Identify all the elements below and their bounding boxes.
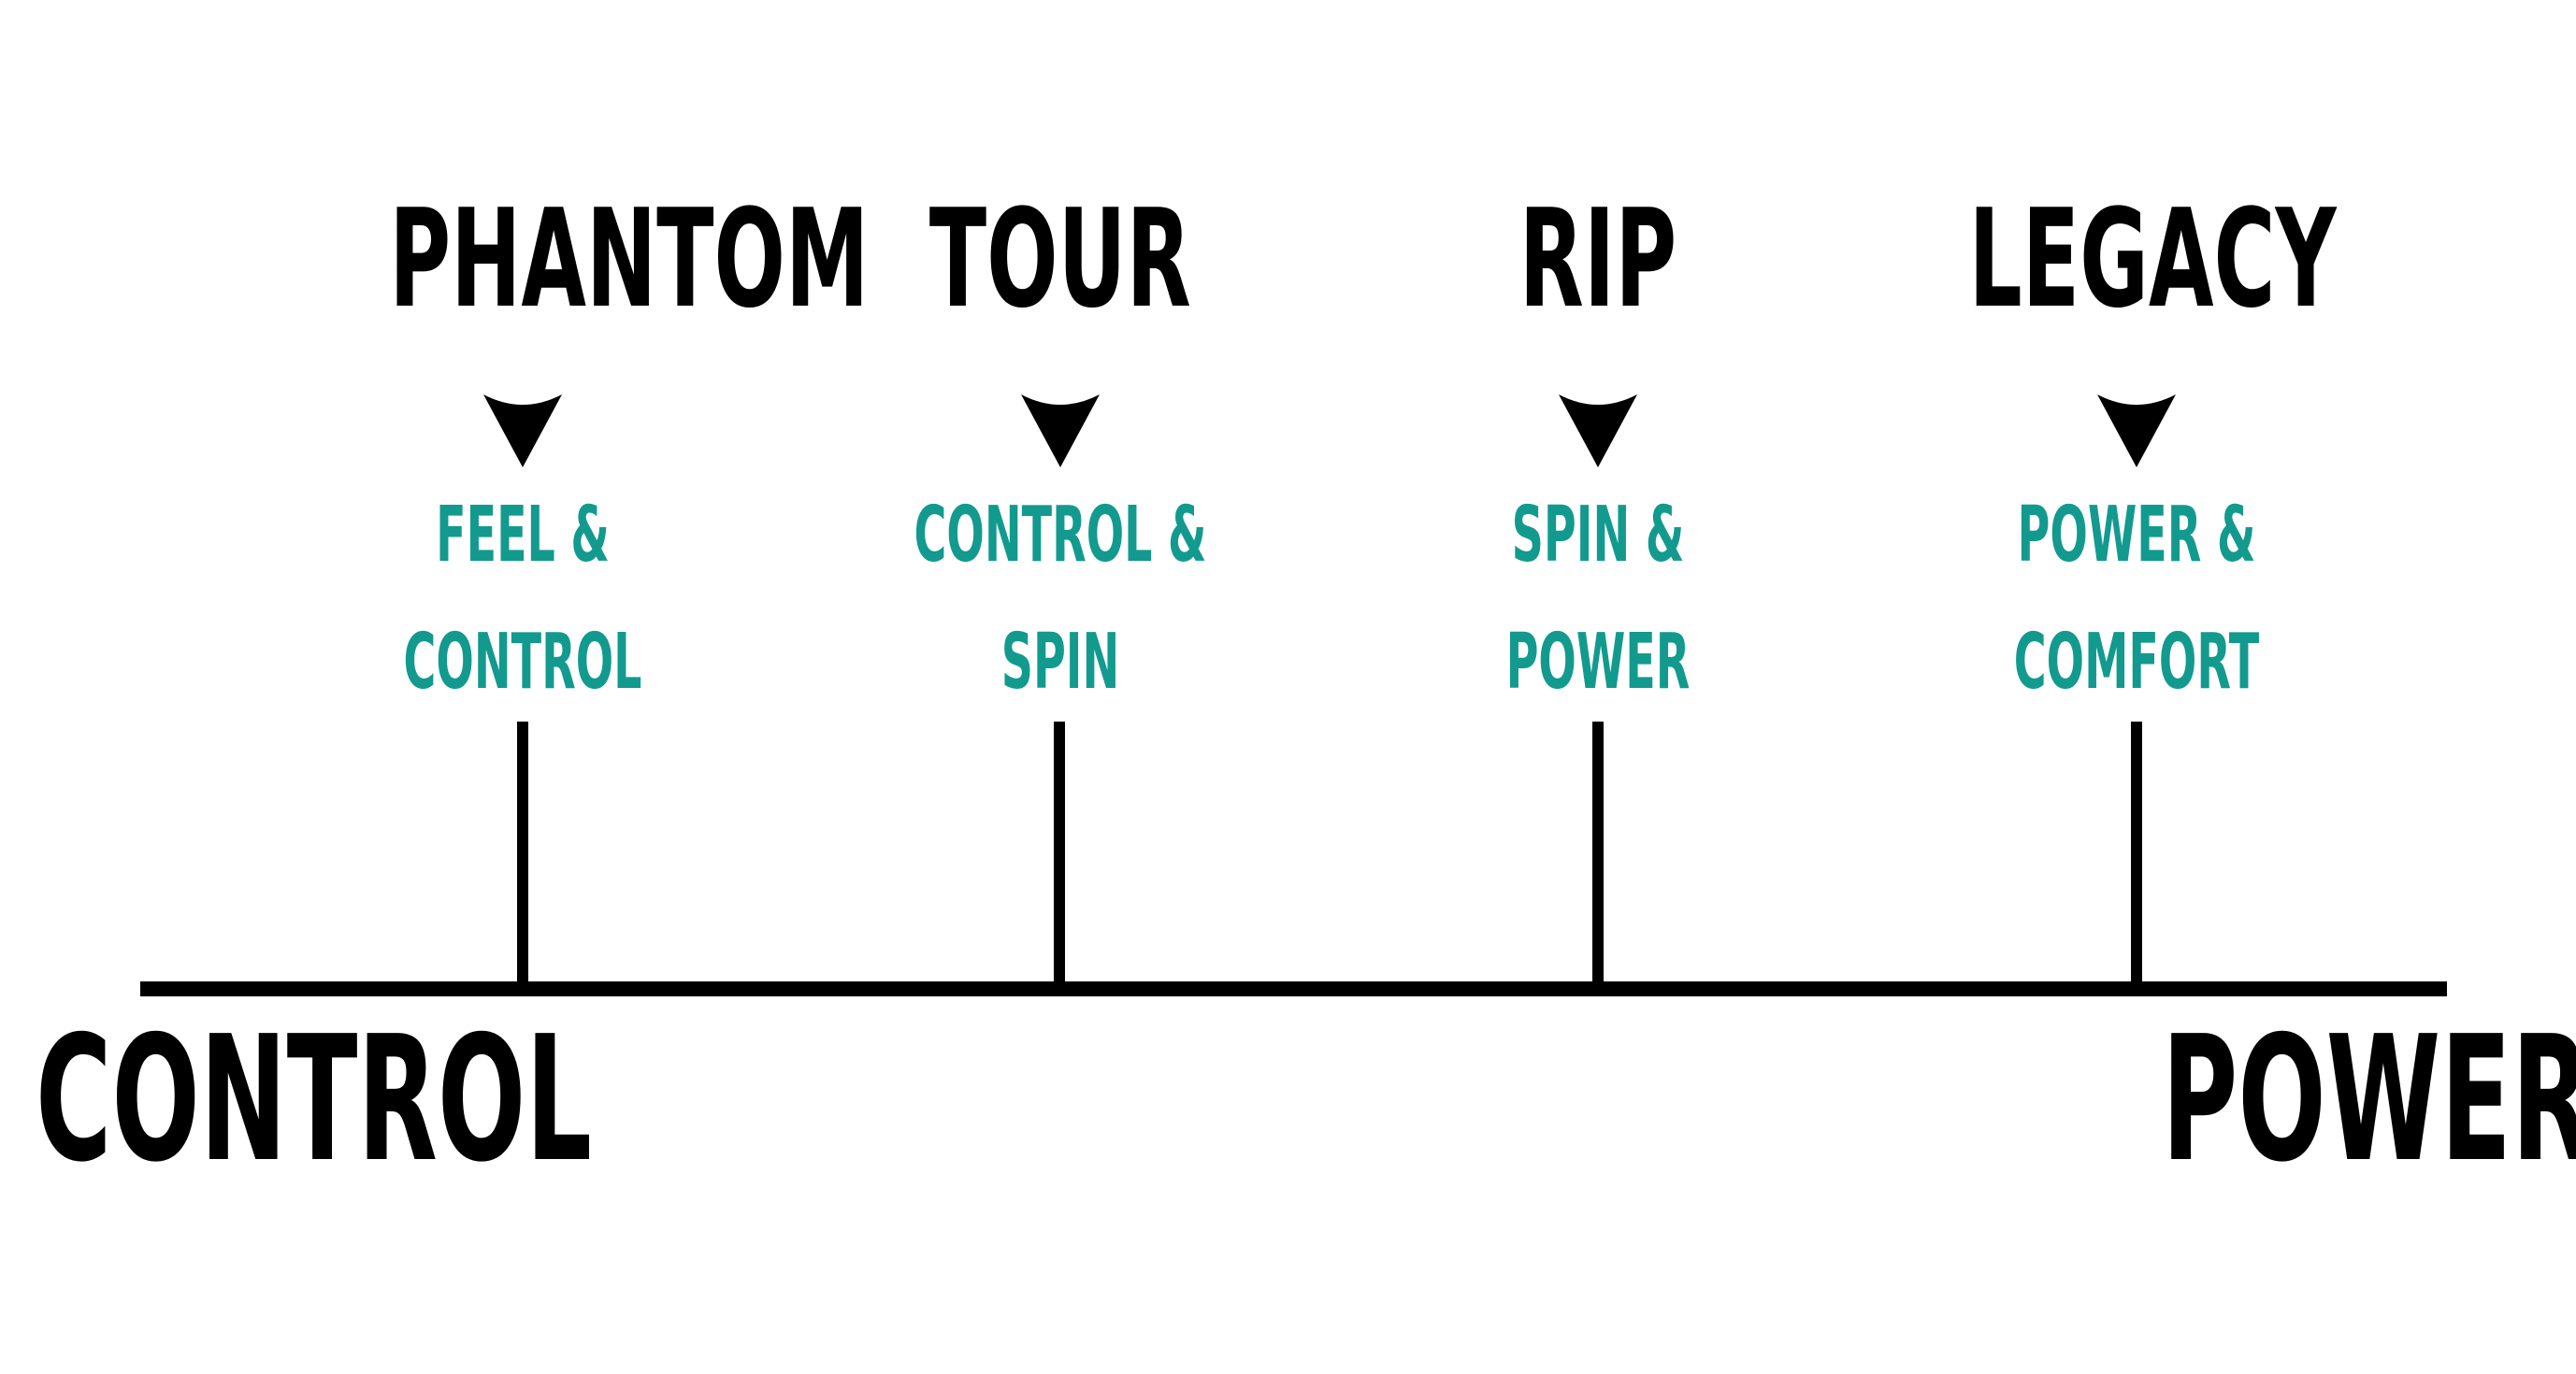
down-arrow-icon xyxy=(2097,394,2176,467)
description-line: FEEL & xyxy=(436,491,610,580)
model-description-tour: CONTROL & SPIN xyxy=(780,472,1341,726)
description-line: COMFORT xyxy=(2013,618,2260,707)
model-title-phantom: PHANTOM xyxy=(389,180,870,338)
model-title-tour: TOUR xyxy=(929,180,1191,338)
description-line: POWER & xyxy=(2017,491,2256,580)
axis-tick-tour xyxy=(1054,722,1065,989)
description-line: SPIN & xyxy=(1511,491,1685,580)
model-title-rip: RIP xyxy=(1518,180,1677,338)
model-description-legacy: POWER & COMFORT xyxy=(1856,472,2417,726)
axis-tick-phantom xyxy=(517,722,528,989)
model-description-rip: SPIN & POWER xyxy=(1317,472,1878,726)
description-line: CONTROL xyxy=(403,618,642,707)
description-line: POWER xyxy=(1505,618,1691,707)
down-arrow-icon xyxy=(1021,394,1100,467)
down-arrow-icon xyxy=(1559,394,1637,467)
description-line: SPIN xyxy=(1000,618,1120,707)
model-title-wrap: LEGACY xyxy=(1856,192,2417,327)
model-title-wrap: RIP xyxy=(1317,192,1878,327)
axis-tick-rip xyxy=(1592,722,1604,989)
model-description-phantom: FEEL & CONTROL xyxy=(242,472,803,726)
model-title-wrap: PHANTOM xyxy=(242,192,869,327)
axis-label-control: CONTROL xyxy=(36,998,593,1200)
description-line: CONTROL & xyxy=(914,491,1207,580)
down-arrow-icon xyxy=(483,394,562,467)
spectrum-axis-line xyxy=(140,981,2447,996)
model-title-legacy: LEGACY xyxy=(1968,180,2337,338)
axis-label-power: POWER xyxy=(2162,998,2576,1200)
model-title-wrap: TOUR xyxy=(780,192,1341,327)
axis-tick-legacy xyxy=(2131,722,2142,989)
